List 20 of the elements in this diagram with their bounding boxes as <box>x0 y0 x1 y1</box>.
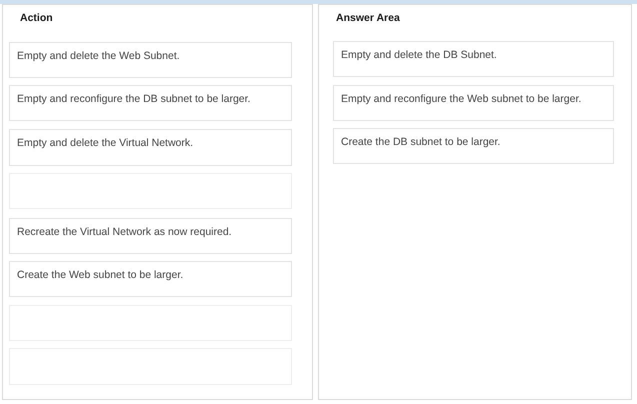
panel <box>2 4 313 400</box>
action-card <box>9 218 292 254</box>
item-text: Create the DB subnet to be larger. <box>341 136 502 149</box>
action-card <box>333 85 614 121</box>
panel-heading: Action <box>20 12 53 24</box>
panel <box>318 4 632 400</box>
item-text: Empty and delete the DB Subnet. <box>341 49 498 62</box>
item-text: Empty and delete the Web Subnet. <box>17 50 181 63</box>
item-text: Create the Web subnet to be larger. <box>17 269 184 282</box>
action-card <box>9 129 292 166</box>
action-card <box>9 261 292 297</box>
action-card <box>9 85 292 121</box>
item-text: Empty and reconfigure the Web subnet to be larger. <box>341 93 582 106</box>
action-card <box>333 128 614 164</box>
item-text: Empty and delete the Virtual Network. <box>17 137 194 150</box>
action-card <box>9 42 292 78</box>
panel-heading: Answer Area <box>336 12 400 24</box>
item-text: Empty and reconfigure the DB subnet to be larger. <box>17 93 252 106</box>
item-text: Recreate the Virtual Network as now required. <box>17 226 233 239</box>
action-card <box>333 41 614 77</box>
